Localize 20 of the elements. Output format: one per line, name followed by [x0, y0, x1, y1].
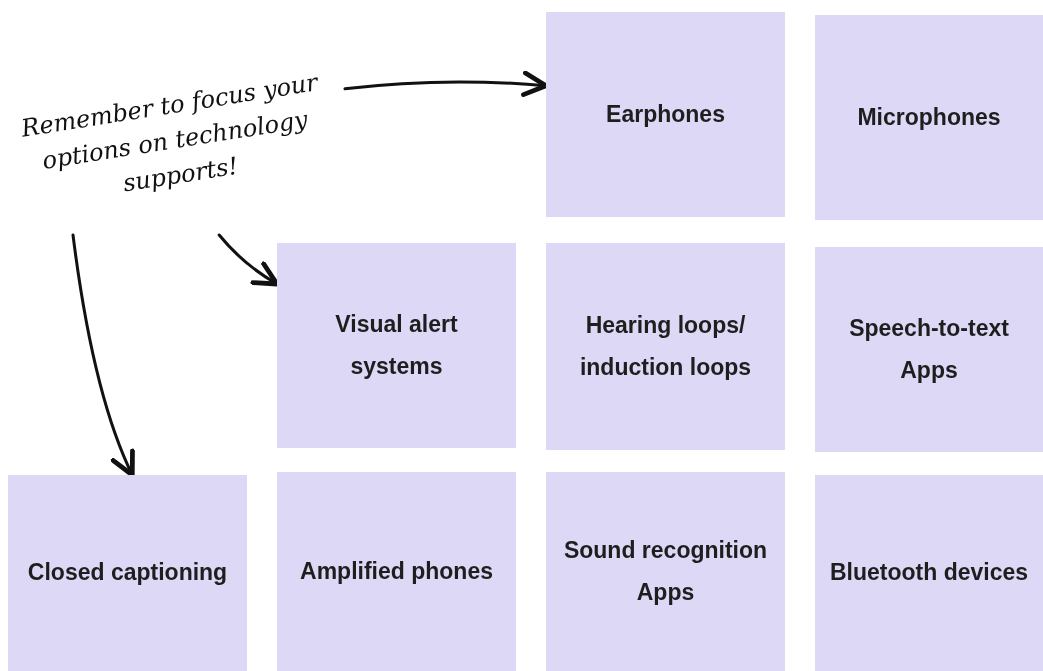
option-label: Amplified phones	[300, 556, 493, 586]
option-label: Earphones	[606, 99, 725, 129]
option-box	[546, 472, 785, 671]
option-label: Microphones	[857, 102, 1001, 132]
option-box	[277, 472, 516, 671]
option-label: Closed captioning	[27, 558, 228, 588]
option-box	[815, 247, 1043, 452]
option-label: Bluetooth devices	[829, 558, 1029, 588]
option-label: Speech-to-text Apps	[848, 314, 1010, 385]
option-box	[8, 475, 247, 671]
option-label: Visual alert systems	[334, 310, 459, 381]
option-box	[277, 243, 516, 448]
arrow	[71, 233, 136, 478]
handwritten-note: Remember to focus your options on technology supports!	[18, 67, 321, 199]
option-label: Hearing loops/ induction loops	[578, 311, 753, 382]
option-box	[815, 15, 1043, 220]
option-label: Sound recognition Apps	[562, 536, 769, 607]
option-box	[546, 243, 785, 450]
option-box	[815, 475, 1043, 671]
option-box	[546, 12, 785, 217]
